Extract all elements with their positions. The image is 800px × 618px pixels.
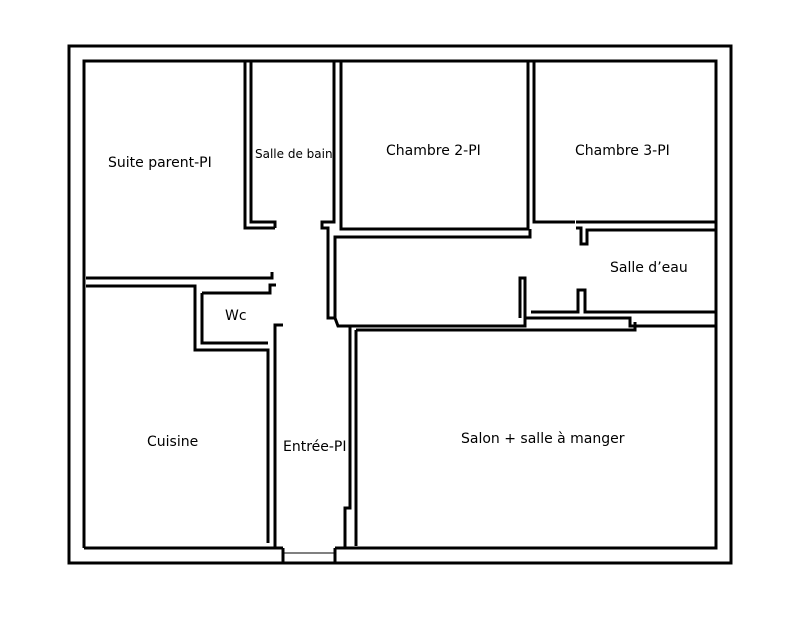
room-label-cuisine: Cuisine [147,434,198,450]
room-label-salon: Salon + salle à manger [461,431,625,447]
inner-wall [82,59,718,550]
room-chambre-3-walls [531,62,716,314]
room-label-suite-parent: Suite parent-PI [108,155,212,171]
outer-wall [67,44,733,565]
room-label-chambre-2: Chambre 2-PI [386,143,481,159]
room-label-chambre-3: Chambre 3-PI [575,143,670,159]
room-label-salle-de-bain: Salle de bain [255,147,333,161]
room-suite-parent-walls [86,62,277,280]
room-wc-walls [86,283,283,548]
room-middle-walls [326,229,716,548]
room-label-wc: Wc [225,308,247,324]
room-label-entree: Entrée-PI [283,439,347,455]
entrance-door [272,546,352,563]
room-salle-de-bain-walls [320,62,530,232]
room-label-salle-deau: Salle d’eau [610,260,688,276]
